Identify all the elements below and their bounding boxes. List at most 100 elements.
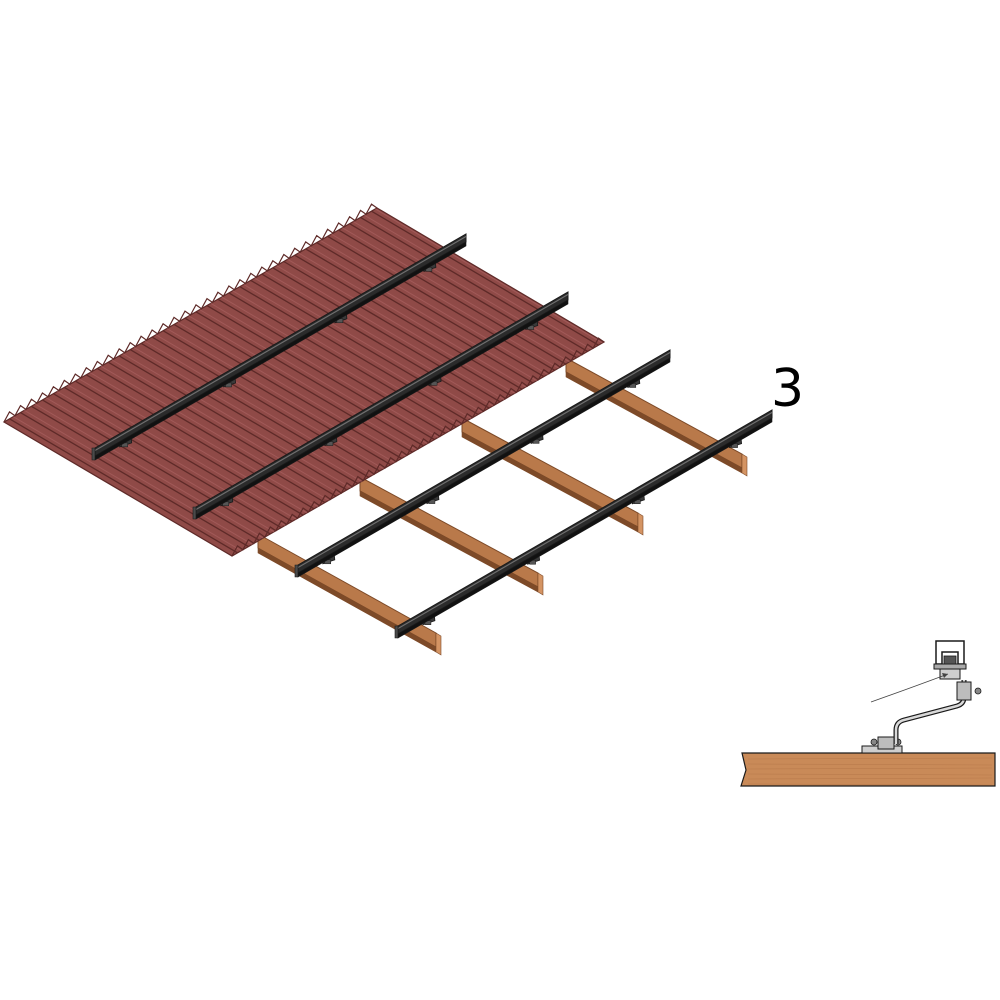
roof-corrugation-ridge bbox=[287, 258, 516, 394]
roof-corrugation-valley bbox=[151, 336, 381, 472]
roof-corrugation-valley bbox=[338, 229, 567, 365]
roof-corrugation-valley bbox=[272, 267, 501, 403]
rail-highlight bbox=[397, 411, 773, 630]
step-number: 3 bbox=[771, 359, 804, 419]
roof-corrugation-ridge bbox=[144, 340, 373, 476]
hook-detail-icon bbox=[740, 640, 996, 787]
roof-corrugation-valley bbox=[53, 393, 282, 529]
roof-corrugation-valley bbox=[261, 273, 490, 409]
roof-corrugation-valley bbox=[107, 361, 337, 497]
roof-corrugation-valley bbox=[118, 355, 348, 491]
roof-corrugation-ridge bbox=[320, 239, 548, 375]
mounting-rail-group bbox=[91, 233, 773, 639]
roof-corrugation-ridge bbox=[364, 214, 592, 350]
roof-corrugation-ridge bbox=[122, 353, 351, 489]
rail-highlight bbox=[195, 293, 569, 511]
roof-corrugation-valley bbox=[327, 235, 556, 371]
roof-corrugation-valley bbox=[360, 216, 588, 353]
timber-batten-side-2 bbox=[461, 431, 639, 533]
detail-top-bolt bbox=[974, 687, 982, 695]
roof-corrugation-ridge bbox=[67, 384, 297, 520]
timber-batten-side-4 bbox=[257, 547, 437, 653]
roof-corrugation-ridge bbox=[276, 265, 505, 401]
roof-corrugation-ridge bbox=[100, 365, 330, 501]
detail-wood-grain bbox=[747, 757, 993, 760]
roof-corrugation-valley bbox=[305, 248, 534, 384]
mounting-rail-4 bbox=[397, 409, 773, 635]
timber-batten-end-2 bbox=[637, 512, 644, 536]
roof-lower-wave-edge bbox=[231, 337, 605, 557]
roof-corrugation-ridge bbox=[309, 246, 537, 382]
roof-corrugation-ridge bbox=[133, 346, 362, 482]
roof-corrugation-ridge bbox=[265, 271, 494, 407]
roof-corrugation-ridge bbox=[13, 416, 242, 552]
roof-corrugation-ridge bbox=[155, 334, 384, 470]
roof-corrugation-valley bbox=[349, 223, 577, 359]
roof-corrugation-valley bbox=[129, 349, 359, 485]
detail-timber-beam bbox=[740, 752, 996, 787]
roof-corrugation-ridge bbox=[243, 284, 472, 419]
corrugated-roof-sheet-icon bbox=[2, 203, 606, 557]
roof-corrugation-ridge bbox=[111, 359, 341, 495]
timber-batten-end-4 bbox=[435, 632, 442, 656]
detail-wood-grain bbox=[747, 767, 993, 770]
roof-corrugation-ridge bbox=[166, 328, 395, 463]
roof-corrugation-ridge bbox=[298, 252, 527, 388]
roof-corrugation-valley bbox=[283, 260, 512, 397]
detail-t-bolt bbox=[943, 655, 957, 665]
roof-corrugation-ridge bbox=[78, 378, 308, 514]
roof-corrugation-ridge bbox=[254, 277, 483, 413]
roof-corrugation-valley bbox=[184, 317, 413, 453]
detail-rail-base bbox=[933, 663, 967, 670]
detail-connector bbox=[939, 668, 961, 680]
rail-end-cap bbox=[294, 564, 299, 578]
roof-corrugation-valley bbox=[85, 374, 315, 510]
roof-corrugation-ridge bbox=[24, 409, 253, 545]
roof-corrugation-valley bbox=[96, 367, 326, 504]
roof-corrugation-ridge bbox=[56, 391, 286, 526]
timber-batten-end-1 bbox=[741, 453, 748, 477]
roof-corrugation-valley bbox=[239, 286, 468, 422]
rail-end-cap bbox=[192, 506, 197, 520]
rail-end-cap bbox=[91, 447, 96, 461]
roof-corrugation-ridge bbox=[89, 372, 319, 508]
roof-corrugation-valley bbox=[140, 342, 370, 478]
roof-corrugation-ridge bbox=[342, 227, 570, 363]
detail-wood-grain bbox=[747, 763, 993, 766]
roof-corrugation-valley bbox=[316, 242, 545, 378]
roof-corrugation-ridge bbox=[35, 403, 264, 539]
detail-leader-arrow bbox=[942, 673, 948, 678]
timber-batten-side-3 bbox=[359, 490, 539, 593]
detail-wood-grain bbox=[747, 773, 993, 776]
roof-corrugation-valley bbox=[31, 405, 260, 541]
roof-corrugation-ridge bbox=[210, 302, 439, 438]
detail-top-clamp bbox=[956, 681, 972, 701]
roof-corrugation-ridge bbox=[45, 397, 275, 533]
roof-corrugation-valley bbox=[250, 279, 479, 415]
roof-corrugation-ridge bbox=[331, 233, 559, 369]
detail-leader-line bbox=[870, 673, 949, 703]
detail-hook-clamp bbox=[877, 736, 895, 750]
roof-corrugation-ridge bbox=[353, 221, 581, 356]
detail-bolt-head bbox=[870, 738, 878, 746]
detail-wood-grain bbox=[747, 777, 993, 780]
roof-corrugation-ridge bbox=[232, 290, 461, 426]
roof-corrugation-valley bbox=[195, 311, 424, 447]
roof-corrugation-ridge bbox=[177, 321, 406, 457]
roof-corrugation-valley bbox=[294, 254, 523, 390]
roof-corrugation-valley bbox=[217, 298, 446, 434]
roof-corrugation-ridge bbox=[199, 309, 428, 445]
roof-corrugation-ridge bbox=[188, 315, 417, 451]
rail-highlight bbox=[297, 351, 671, 569]
rail-highlight bbox=[94, 235, 467, 452]
roof-corrugation-valley bbox=[20, 411, 249, 548]
timber-batten-end-3 bbox=[537, 572, 544, 596]
timber-batten-side-1 bbox=[565, 371, 743, 474]
roof-corrugation-ridge bbox=[375, 208, 603, 344]
roof-corrugation-ridge bbox=[221, 296, 450, 432]
roof-corrugation-valley bbox=[74, 380, 304, 516]
roof-corrugation-valley bbox=[64, 386, 293, 522]
roof-corrugation-valley bbox=[206, 304, 435, 441]
